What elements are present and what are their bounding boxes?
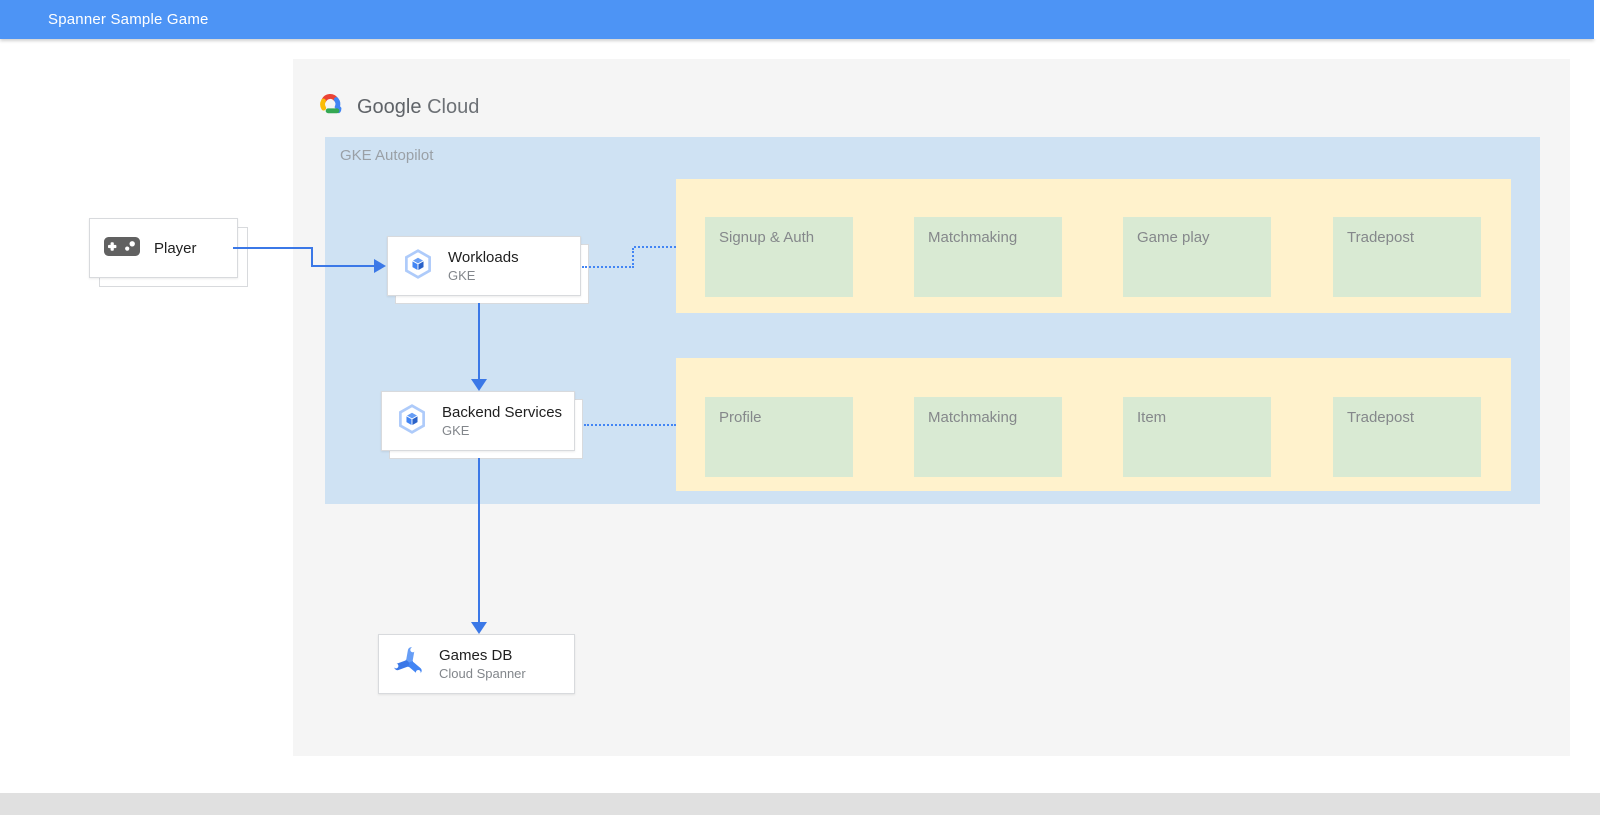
cloud-spanner-wrench-icon <box>392 645 426 684</box>
dotted-workloads-to-row1-seg3 <box>634 246 676 248</box>
service-matchmaking-1: Matchmaking <box>914 217 1062 297</box>
arrow-workloads-to-backend-line <box>478 303 480 380</box>
arrowhead-into-workloads <box>374 259 386 273</box>
arrow-player-to-workloads-seg2 <box>311 247 313 267</box>
arrowhead-into-backend <box>471 379 487 391</box>
logo-google-text: Google <box>357 96 422 118</box>
header-right-gutter <box>1594 0 1600 39</box>
service-item: Item <box>1123 397 1271 477</box>
player-label: Player <box>154 239 197 257</box>
workloads-title: Workloads <box>448 249 519 266</box>
gke-autopilot-label: GKE Autopilot <box>340 147 434 164</box>
google-cloud-logo-icon <box>316 91 348 117</box>
workloads-node: Workloads GKE <box>387 236 581 296</box>
gke-hexagon-icon <box>395 402 429 441</box>
footer-bar <box>0 793 1600 815</box>
workloads-subtitle: GKE <box>448 268 476 283</box>
arrow-player-to-workloads-seg3 <box>311 265 375 267</box>
service-tradepost-1: Tradepost <box>1333 217 1481 297</box>
games-db-title: Games DB <box>439 647 513 664</box>
arrow-player-to-workloads-seg1 <box>233 247 313 249</box>
games-db-node: Games DB Cloud Spanner <box>378 634 575 694</box>
games-db-subtitle: Cloud Spanner <box>439 666 526 681</box>
dotted-backend-to-row2 <box>584 424 676 426</box>
arrow-backend-to-gamesdb-line <box>478 458 480 623</box>
logo-cloud-text: Cloud <box>427 96 480 118</box>
service-profile: Profile <box>705 397 853 477</box>
service-signup-auth: Signup & Auth <box>705 217 853 297</box>
page-title: Spanner Sample Game <box>48 11 209 28</box>
service-matchmaking-2: Matchmaking <box>914 397 1062 477</box>
gke-hexagon-icon <box>401 247 435 286</box>
app-header-bar: Spanner Sample Game <box>0 0 1594 39</box>
backend-services-node: Backend Services GKE <box>381 391 575 451</box>
backend-services-subtitle: GKE <box>442 423 470 438</box>
player-node: Player <box>89 218 238 278</box>
dotted-workloads-to-row1-seg2 <box>632 248 634 268</box>
gamepad-icon <box>103 234 141 263</box>
arrowhead-into-gamesdb <box>471 622 487 634</box>
service-tradepost-2: Tradepost <box>1333 397 1481 477</box>
dotted-workloads-to-row1-seg1 <box>582 266 634 268</box>
google-cloud-wordmark: Google Cloud <box>357 96 479 119</box>
service-game-play: Game play <box>1123 217 1271 297</box>
backend-services-title: Backend Services <box>442 404 563 421</box>
